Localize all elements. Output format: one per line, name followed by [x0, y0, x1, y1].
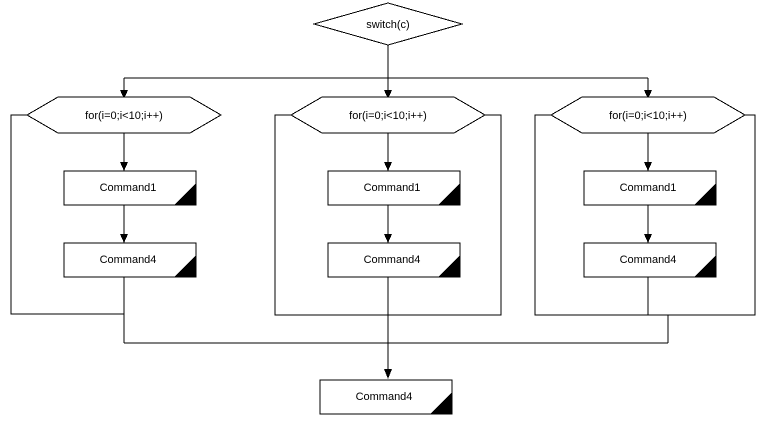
loop-label-middle: for(i=0;i<10;i++) [349, 110, 427, 122]
loop-hexagon-shape-left [26, 96, 222, 134]
process-node-right-command4[interactable]: Command4 [583, 242, 717, 278]
process-node-left-command4[interactable]: Command4 [63, 242, 197, 278]
arrowhead-left-branch [120, 90, 128, 99]
loop-node-right[interactable]: for(i=0;i<10;i++) [550, 96, 746, 134]
process-box-middle-command4 [327, 242, 461, 278]
process-label-left-command4: Command4 [100, 254, 157, 266]
branch-middle-group: for(i=0;i<10;i++) Command1 Command4 [274, 96, 502, 343]
process-box-right-command1 [583, 170, 717, 206]
branch-left-group: for(i=0;i<10;i++) Command1 Command4 [10, 96, 222, 343]
arrowhead-right-cmd1 [644, 162, 652, 171]
process-label-right-command4: Command4 [620, 254, 677, 266]
arrowhead-left-cmd4 [120, 234, 128, 243]
process-label-left-command1: Command1 [100, 182, 157, 194]
process-node-left-command1[interactable]: Command1 [63, 170, 197, 206]
connector-loopback-right [534, 114, 756, 316]
corner-triangle-icon [174, 183, 196, 205]
corner-triangle-icon [174, 255, 196, 277]
merge-connector-group [124, 342, 668, 379]
process-label-right-command1: Command1 [620, 182, 677, 194]
process-box-final-command4 [319, 379, 453, 415]
process-node-right-command1[interactable]: Command1 [583, 170, 717, 206]
arrowhead-merge-final [384, 369, 392, 379]
loop-hexagon-shape-right [550, 96, 746, 134]
loop-node-left[interactable]: for(i=0;i<10;i++) [26, 96, 222, 134]
arrowhead-middle-cmd1 [384, 162, 392, 171]
corner-triangle-icon [430, 392, 452, 414]
process-box-middle-command1 [327, 170, 461, 206]
corner-triangle-icon [438, 183, 460, 205]
corner-triangle-icon [694, 255, 716, 277]
loop-node-middle[interactable]: for(i=0;i<10;i++) [290, 96, 486, 134]
process-label-final-command4: Command4 [356, 391, 413, 403]
process-box-left-command1 [63, 170, 197, 206]
corner-triangle-icon [694, 183, 716, 205]
loop-hexagon-shape-middle [290, 96, 486, 134]
branch-right-group: for(i=0;i<10;i++) Command1 Command4 [534, 96, 756, 343]
process-label-middle-command1: Command1 [364, 182, 421, 194]
arrowhead-middle-branch [384, 90, 392, 99]
process-node-middle-command1[interactable]: Command1 [327, 170, 461, 206]
decision-label: switch(c) [366, 19, 409, 31]
corner-triangle-icon [438, 255, 460, 277]
arrowhead-left-cmd1 [120, 162, 128, 171]
arrowhead-right-cmd4 [644, 234, 652, 243]
fanout-connector-group [120, 45, 652, 99]
arrowhead-middle-cmd4 [384, 234, 392, 243]
connector-loopback-left [10, 114, 124, 315]
loop-label-right: for(i=0;i<10;i++) [609, 110, 687, 122]
arrowhead-right-branch [644, 90, 652, 99]
decision-node-switch[interactable]: switch(c) [312, 2, 464, 46]
process-node-middle-command4[interactable]: Command4 [327, 242, 461, 278]
process-node-final-command4[interactable]: Command4 [319, 379, 453, 415]
process-box-right-command4 [583, 242, 717, 278]
process-label-middle-command4: Command4 [364, 254, 421, 266]
loop-label-left: for(i=0;i<10;i++) [85, 110, 163, 122]
